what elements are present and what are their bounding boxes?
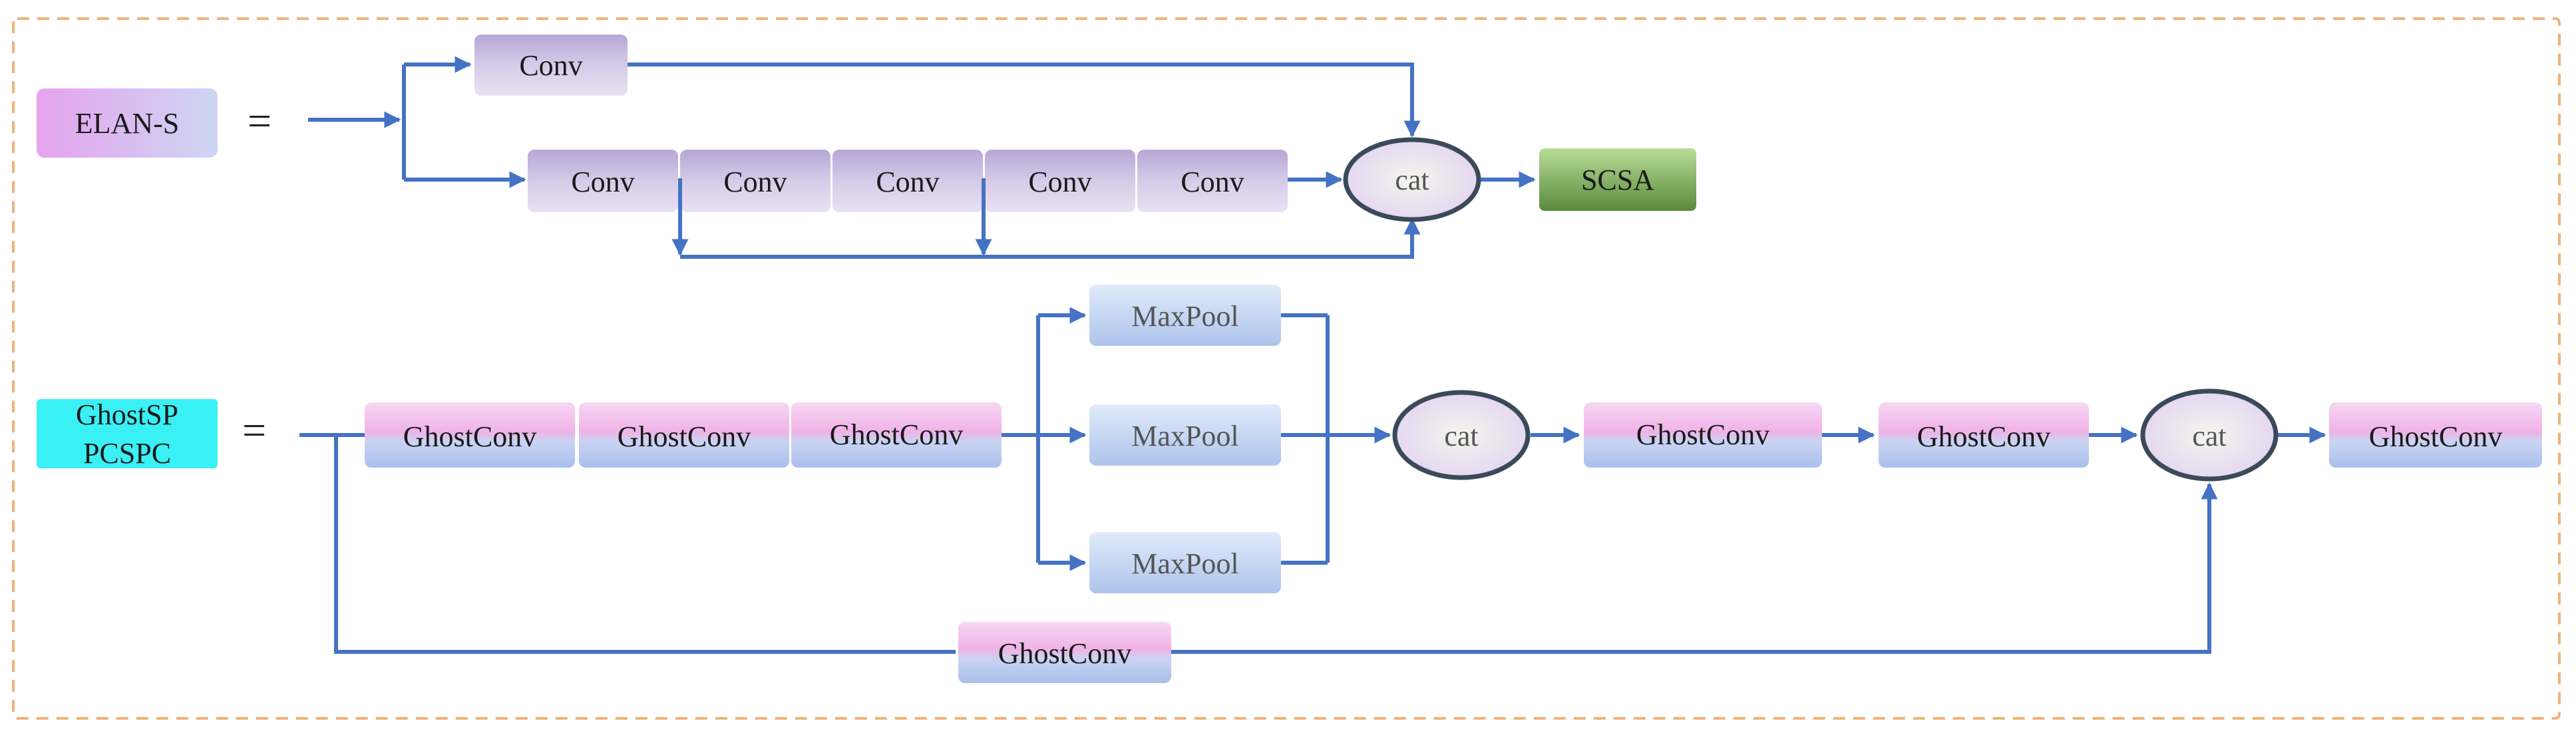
elan-conv-box-1 (528, 150, 678, 212)
ghost-cat-label-1: cat (1444, 420, 1478, 452)
ghost-conv-label-bottom: GhostConv (998, 637, 1131, 670)
elan-conv-top-box (474, 35, 628, 96)
elan-top-to-cat-line (628, 63, 1421, 138)
ghost-cat-label-2: cat (2192, 420, 2226, 452)
maxpool-label-1: MaxPool (1131, 300, 1238, 333)
ghost-conv-box-1 (365, 402, 575, 468)
elan-conv-label-2: Conv (723, 166, 787, 198)
ghost-conv-box-5 (1879, 402, 2089, 468)
ghost-sppcspc-section: GhostSP PCSPC = GhostConv GhostConv Ghos… (37, 285, 2542, 683)
elan-conv-box-4 (985, 150, 1135, 212)
ghost-conv-box-final (2329, 402, 2542, 468)
elan-scsa-label: SCSA (1581, 164, 1654, 196)
elan-conv-label-5: Conv (1181, 166, 1244, 198)
ghost-conv-box-4 (1584, 402, 1822, 468)
ghost-conv-box-bottom (958, 622, 1171, 683)
ghost-cat-node-1 (1392, 390, 1531, 480)
ghost-conv-label-1: GhostConv (403, 420, 536, 453)
maxpool-box-2 (1089, 404, 1281, 466)
ghost-conv-box-2 (579, 402, 789, 468)
elan-conv-label-4: Conv (1028, 166, 1091, 198)
ghost-conv-label-final: GhostConv (2369, 420, 2502, 453)
ghost-conv-box-3 (791, 402, 1002, 468)
bottom-to-cat2-line (1171, 482, 2218, 654)
ghost-conv-label-3: GhostConv (830, 418, 963, 451)
elan-scsa-box (1539, 148, 1696, 211)
elan-conv-label-3: Conv (876, 166, 939, 198)
elan-conv-label-1: Conv (571, 166, 634, 198)
maxpool-label-3: MaxPool (1131, 547, 1238, 580)
maxpool-label-2: MaxPool (1131, 420, 1238, 452)
elan-conv-box-5 (1137, 150, 1288, 212)
elan-cat-node (1343, 137, 1481, 222)
outer-dashed-frame (12, 17, 2561, 720)
ghost-conv-label-5: GhostConv (1917, 420, 2050, 453)
ghost-skip-branch-line (334, 435, 956, 654)
maxpool-box-1 (1089, 285, 1281, 346)
elan-conv-box-3 (832, 150, 983, 212)
elan-s-label-box (37, 88, 218, 158)
elan-conv-top-label: Conv (519, 49, 582, 82)
elan-s-label: ELAN-S (75, 107, 179, 140)
ghost-label-box (37, 399, 218, 468)
ghost-conv-label-4: GhostConv (1636, 418, 1769, 451)
ghost-label-line1: GhostSP (76, 398, 178, 431)
ghost-equals: = (242, 406, 266, 454)
elan-bottom-to-cat-line (680, 218, 1421, 259)
ghost-conv-label-2: GhostConv (618, 420, 751, 453)
elan-s-section: ELAN-S = Conv Conv Conv Conv Conv Conv c… (37, 35, 1696, 259)
elan-s-equals: = (248, 97, 272, 144)
ghost-label-line2: PCSPC (83, 437, 171, 470)
ghost-cat-node-2 (2140, 388, 2279, 482)
elan-cat-label: cat (1395, 164, 1429, 196)
maxpool-box-3 (1089, 532, 1281, 593)
elan-conv-box-2 (680, 150, 830, 212)
